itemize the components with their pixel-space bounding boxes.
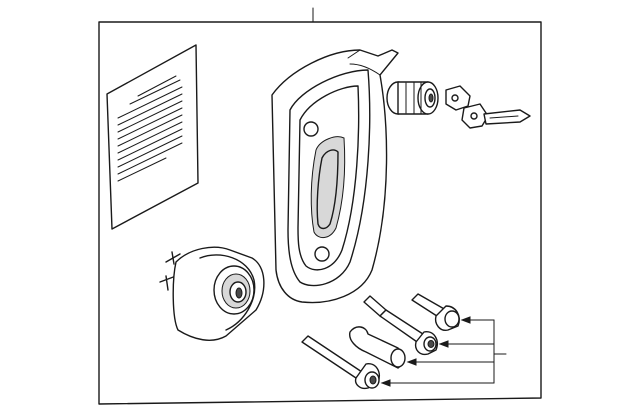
label-sheet	[106, 44, 199, 230]
bushing	[349, 326, 406, 369]
handle-housing	[271, 49, 399, 304]
key	[445, 85, 531, 129]
housing-upper-hole	[303, 121, 319, 137]
label-sheet-text-lines	[117, 75, 183, 182]
lock-bezel	[159, 246, 265, 341]
lock-cylinder	[386, 81, 439, 115]
frame-box	[98, 21, 542, 405]
bolt-short	[411, 293, 460, 331]
fasteners-callout	[380, 316, 507, 387]
housing-lower-hole	[314, 246, 330, 262]
screw	[301, 335, 380, 390]
bolt-long	[363, 295, 438, 356]
